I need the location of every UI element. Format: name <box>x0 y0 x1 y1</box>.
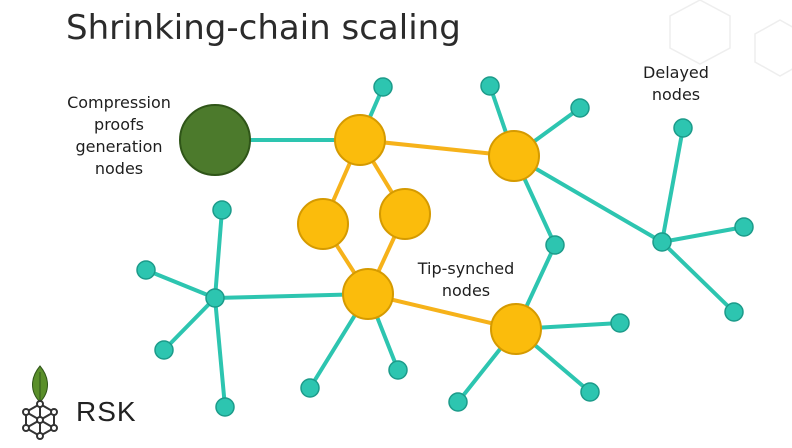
teal-node <box>136 260 156 280</box>
gold-node <box>334 114 386 166</box>
teal-node <box>205 288 225 308</box>
label-line: nodes <box>94 159 144 178</box>
label-line: nodes <box>651 85 701 104</box>
label-line: Compression <box>67 93 171 112</box>
teal-node <box>610 313 630 333</box>
teal-node <box>215 397 235 417</box>
compression-nodes-label: Compression proofs generation nodes <box>56 92 182 180</box>
teal-node <box>300 378 320 398</box>
rsk-logo-text: RSK <box>76 396 137 427</box>
gold-node <box>379 188 431 240</box>
tip-synched-nodes-label: Tip-synched nodes <box>408 258 524 302</box>
background-hexagons <box>669 0 792 77</box>
label-line: Tip-synched <box>417 259 515 278</box>
teal-node <box>480 76 500 96</box>
teal-node <box>652 232 672 252</box>
rsk-logo-icon <box>22 365 58 440</box>
label-line: nodes <box>441 281 491 300</box>
gold-node <box>342 268 394 320</box>
tip-synched-nodes <box>297 114 542 355</box>
teal-node <box>734 217 754 237</box>
label-line: generation <box>75 137 163 156</box>
teal-node <box>545 235 565 255</box>
gold-node <box>488 130 540 182</box>
gold-node <box>297 198 349 250</box>
slide-title: Shrinking-chain scaling <box>66 8 461 48</box>
gold-node <box>490 303 542 355</box>
delayed-nodes <box>136 76 754 417</box>
label-line: proofs <box>94 115 144 134</box>
compression-node <box>179 104 251 176</box>
teal-node <box>580 382 600 402</box>
teal-node <box>724 302 744 322</box>
teal-node <box>212 200 232 220</box>
label-line: Delayed <box>643 63 709 82</box>
teal-node <box>570 98 590 118</box>
teal-node <box>673 118 693 138</box>
delayed-nodes-label: Delayed nodes <box>640 62 712 106</box>
teal-node <box>373 77 393 97</box>
teal-node <box>448 392 468 412</box>
teal-node <box>388 360 408 380</box>
teal-node <box>154 340 174 360</box>
